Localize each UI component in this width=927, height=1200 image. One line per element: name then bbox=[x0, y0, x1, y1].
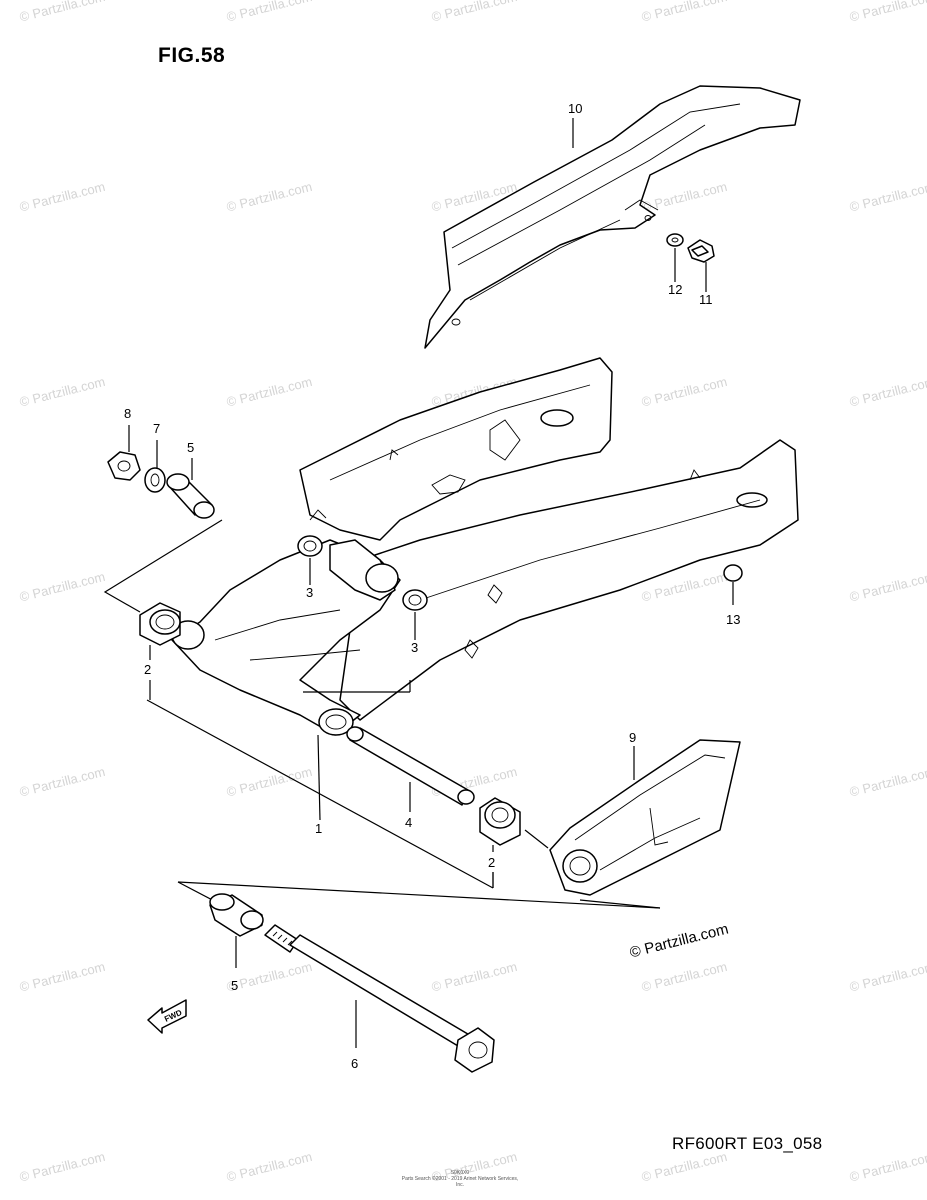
callout-2-left: 2 bbox=[144, 662, 151, 677]
fine-print-line-2: Parts Search ©2001 - 2019 Arinet Network… bbox=[401, 1176, 519, 1188]
part-2-bushing-right[interactable] bbox=[479, 797, 521, 846]
diagram-code: RF600RT E03_058 bbox=[672, 1134, 823, 1153]
callout-5-upper: 5 bbox=[187, 440, 194, 455]
callout-3-lower: 3 bbox=[411, 640, 418, 655]
part-2-bushing-left[interactable] bbox=[139, 602, 181, 646]
callout-11: 11 bbox=[699, 292, 713, 307]
callout-8: 8 bbox=[124, 406, 131, 421]
fine-print: S0K0X0 Parts Search ©2001 - 2019 Arinet … bbox=[400, 1170, 520, 1188]
part-13-cap[interactable] bbox=[723, 564, 743, 582]
part-4-spacer[interactable] bbox=[346, 726, 475, 806]
part-7-washer[interactable] bbox=[144, 467, 166, 493]
part-8-nut[interactable] bbox=[107, 451, 141, 481]
part-3-bushing-lower[interactable] bbox=[402, 589, 428, 611]
callout-5-lower: 5 bbox=[231, 978, 238, 993]
part-5-collar-upper[interactable] bbox=[166, 473, 215, 519]
callout-12: 12 bbox=[668, 282, 682, 297]
callout-3-upper: 3 bbox=[306, 585, 313, 600]
figure-title: FIG.58 bbox=[158, 44, 226, 67]
part-5-collar-lower[interactable] bbox=[209, 893, 264, 937]
callout-13: 13 bbox=[726, 612, 740, 627]
callout-2-right: 2 bbox=[488, 855, 495, 870]
callout-1: 1 bbox=[315, 821, 322, 836]
callout-10: 10 bbox=[568, 101, 582, 116]
part-1-swingarm[interactable] bbox=[171, 357, 799, 736]
callout-4: 4 bbox=[405, 815, 412, 830]
callout-9: 9 bbox=[629, 730, 636, 745]
part-9-chain-guard[interactable] bbox=[549, 739, 741, 896]
part-3-bushing-upper[interactable] bbox=[297, 535, 323, 557]
part-6-pivot-bolt[interactable] bbox=[264, 924, 495, 1073]
fine-print-line-1: S0K0X0 bbox=[450, 1170, 470, 1176]
fwd-arrow-icon: FWD bbox=[147, 999, 187, 1034]
callout-7: 7 bbox=[153, 421, 160, 436]
part-12-washer[interactable] bbox=[666, 233, 684, 247]
part-10-chain-cover[interactable] bbox=[424, 85, 801, 349]
part-11-bolt[interactable] bbox=[687, 239, 715, 263]
callout-labels: 10 12 11 8 7 5 3 3 2 13 9 4 1 2 5 6 bbox=[124, 101, 740, 1071]
callout-6: 6 bbox=[351, 1056, 358, 1071]
